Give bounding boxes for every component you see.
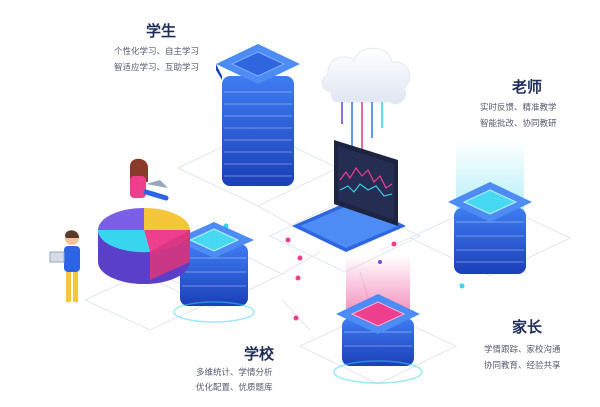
- server-icon: [333, 256, 423, 384]
- person-icon: [49, 230, 80, 302]
- data-dot: [459, 283, 465, 289]
- parent-line-2: 协同教育、经验共享: [484, 361, 561, 371]
- data-dot: [295, 275, 301, 281]
- student-line-1: 个性化学习、自主学习: [114, 47, 200, 57]
- student-block: 学生 个性化学习、自主学习 智适应学习、互助学习: [114, 20, 199, 73]
- server-icon: [216, 44, 300, 186]
- data-dot: [391, 241, 397, 247]
- server-icon: [448, 140, 532, 274]
- pie-chart-icon: [97, 208, 191, 284]
- student-line-2: 智适应学习、互助学习: [114, 63, 200, 73]
- school-block: 学校 多维统计、学情分析 优化配置、优质题库: [196, 343, 274, 393]
- teacher-line-2: 智能批改、协同教研: [480, 119, 557, 129]
- data-dot: [285, 237, 291, 243]
- connector-school-parent: [281, 299, 311, 331]
- data-dot: [293, 315, 299, 321]
- teacher-line-1: 实时反馈、精准教学: [480, 103, 557, 113]
- school-line-2: 优化配置、优质题库: [196, 383, 273, 393]
- server-icon: [173, 222, 255, 323]
- data-dot: [297, 255, 303, 261]
- teacher-block: 老师 实时反馈、精准教学 智能批改、协同教研: [480, 76, 557, 129]
- school-line-1: 多维统计、学情分析: [196, 368, 273, 378]
- student-title: 学生: [146, 22, 177, 40]
- school-title: 学校: [244, 345, 275, 363]
- parent-title: 家长: [512, 318, 543, 336]
- laptop-icon: [292, 140, 406, 252]
- parent-block: 家长 学情跟踪、家校沟通 协同教育、经验共享: [484, 316, 561, 371]
- person-icon: [130, 158, 169, 201]
- teacher-title: 老师: [512, 78, 543, 96]
- platform-teacher: [408, 199, 572, 277]
- platform-parent: [298, 309, 458, 385]
- parent-line-1: 学情跟踪、家校沟通: [484, 345, 561, 355]
- connector-school-laptop: [281, 251, 321, 275]
